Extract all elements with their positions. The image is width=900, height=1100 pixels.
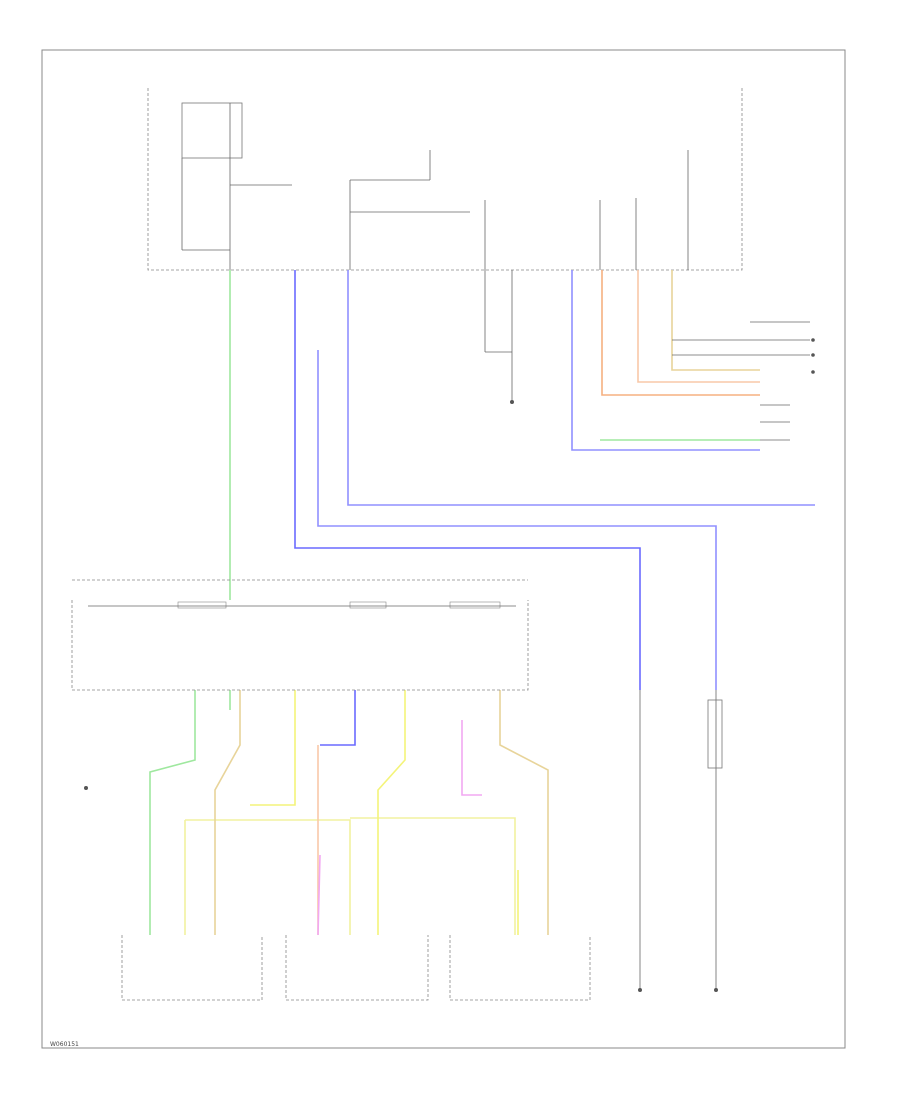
switch-module [71,579,529,691]
wire-tan-12 [214,690,241,935]
wire-harness [149,270,815,936]
ground-left [84,786,88,790]
wire-pink-16 [461,720,482,796]
terminal-dot-3 [811,370,815,374]
figure-id: W060151 [50,1041,79,1048]
diagram-border [41,49,846,1049]
wire-peach-8 [637,270,760,383]
wire-blue-14 [320,690,356,746]
terminal-dot-1 [811,338,815,342]
inline-component-right [707,699,723,769]
wire-tan-9 [671,270,760,371]
wire-green-1 [149,690,231,935]
wire-yellow-15 [377,690,406,935]
top-module-outline [147,88,743,271]
wire-lightblue-3 [317,350,717,690]
ground-bottom-mid [638,988,642,992]
wire-lightblue-5 [571,270,760,451]
wire-yellow-10 [250,690,296,806]
wire-blue-2 [294,270,641,690]
ground-center [510,400,514,404]
ground-symbols [84,338,815,992]
wire-pink-18 [317,854,321,936]
terminal-dot-2 [811,353,815,357]
wire-lightyellow-11 [184,817,516,935]
wire-orange-7 [601,270,760,396]
gray-wire-runs [484,270,810,990]
ground-bottom-right [714,988,718,992]
wire-tan-17 [499,690,549,935]
actuator-boxes [121,935,591,1001]
wire-lightblue-4 [347,270,815,506]
top-fuse-relay-block [181,102,689,270]
